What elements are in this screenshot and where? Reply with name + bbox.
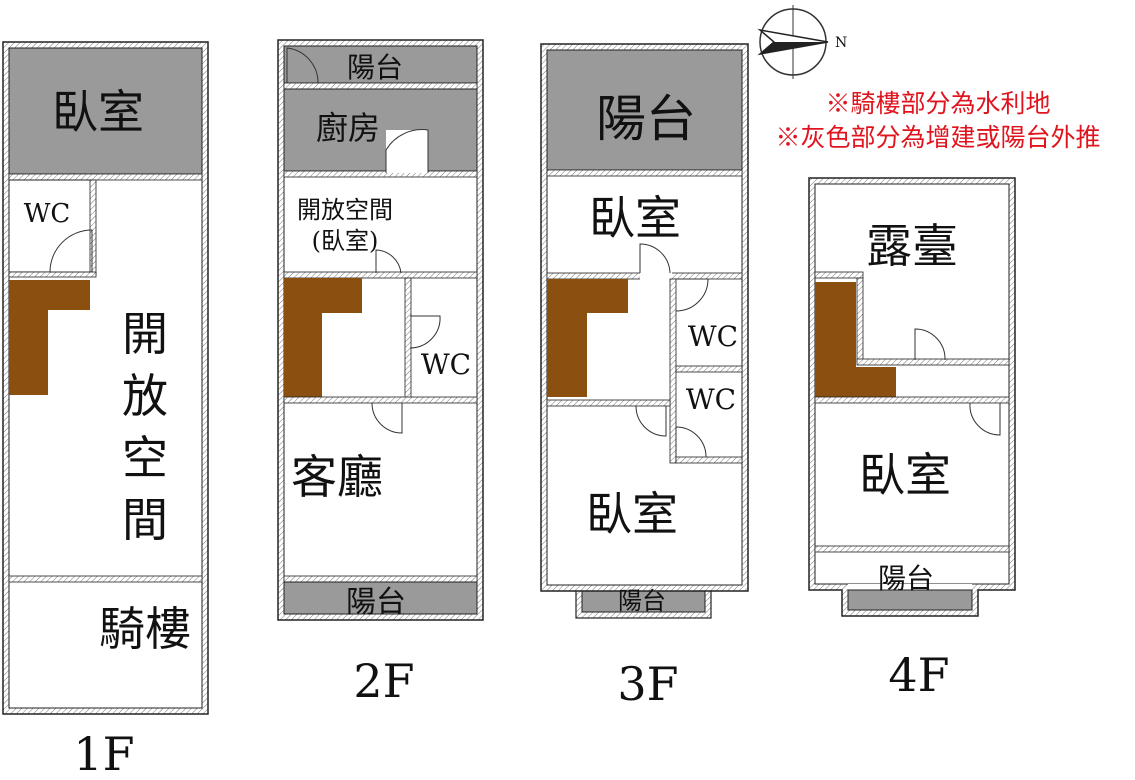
door-swing-icon — [409, 315, 441, 349]
door-swing-icon — [385, 129, 429, 173]
room-2f-kitchen — [283, 88, 478, 172]
wall — [283, 271, 478, 279]
room-label-3f-bedroom-top: 臥室 — [589, 191, 681, 245]
floor-label-3f: 3F — [617, 657, 678, 711]
note-gray-additions: ※灰色部分為增建或陽台外推 — [775, 123, 1100, 152]
floor-3f: 陽台 臥室 WC WC 臥室 陽台 3F — [540, 43, 749, 711]
room-2f-balcony-top — [283, 45, 478, 84]
room-label-3f-wc-2: WC — [686, 383, 736, 416]
floor-label-4f: 4F — [888, 648, 949, 702]
room-label-1f-arcade: 騎樓 — [99, 602, 191, 656]
wall — [283, 575, 478, 583]
wall — [814, 271, 864, 279]
floor-label-2f: 2F — [353, 654, 414, 708]
room-label-1f-open-space-text: 開放空間 — [122, 307, 168, 547]
room-label-2f-balcony-top: 陽台 — [347, 51, 403, 84]
room-label-3f-balcony-bottom: 陽台 — [618, 587, 666, 615]
stair — [815, 282, 896, 397]
door-swing-icon — [49, 229, 93, 273]
room-label-2f-wc: WC — [421, 348, 471, 381]
wall — [856, 358, 1010, 366]
wall — [283, 170, 478, 178]
wall — [8, 575, 203, 583]
vertical-label-char: 空 — [122, 431, 168, 485]
door-swing-icon — [675, 426, 707, 458]
note-water-land: ※騎樓部分為水利地 — [825, 89, 1050, 118]
door-opening — [386, 130, 428, 173]
room-label-2f-open-space-note: (臥室) — [312, 227, 379, 255]
room-label-1f-wc: WC — [24, 199, 71, 229]
wall — [89, 179, 97, 276]
door-swing-icon — [286, 47, 319, 85]
wall — [404, 277, 412, 401]
floor-label-1f: 1F — [73, 727, 134, 780]
wall — [283, 396, 478, 404]
door-swing-icon — [635, 405, 667, 437]
wall — [814, 545, 1010, 553]
room-label-4f-bedroom: 臥室 — [859, 448, 951, 502]
wall — [8, 271, 97, 278]
wall — [814, 396, 1010, 404]
stair — [284, 278, 362, 397]
room-4f-balcony — [847, 589, 973, 611]
room-3f-balcony-top — [546, 49, 743, 171]
wall — [675, 365, 743, 373]
room-label-2f-balcony-bottom: 陽台 — [346, 585, 406, 620]
door-swing-icon — [371, 402, 403, 434]
stair — [9, 280, 90, 395]
compass-north-label: N — [835, 35, 847, 51]
wall — [546, 169, 743, 177]
stair — [547, 279, 628, 397]
door-swing-icon — [914, 328, 946, 361]
wall — [546, 399, 671, 407]
door-swing-icon — [675, 278, 709, 312]
room-label-3f-balcony-top: 陽台 — [596, 90, 696, 148]
floor-1f: 臥室 WC 騎樓 1F — [2, 41, 209, 780]
door-opening — [640, 272, 672, 280]
room-label-4f-terrace: 露臺 — [866, 219, 958, 273]
room-2f-balcony-bottom — [283, 581, 478, 615]
room-1f-wc — [8, 179, 94, 273]
room-3f-balcony-bottom — [581, 587, 706, 613]
room-label-2f-open-space: 開放空間 — [297, 196, 393, 224]
room-label-2f-living-room: 客廳 — [291, 450, 383, 504]
room-label-1f-bedroom: 臥室 — [52, 85, 144, 139]
door-swing-icon — [969, 402, 1001, 436]
wall — [8, 173, 203, 181]
wall — [675, 456, 743, 464]
wall — [669, 278, 677, 464]
room-1f-bedroom — [8, 47, 203, 175]
door-swing-icon — [639, 243, 671, 274]
compass: N — [757, 5, 847, 79]
north-arrow-half — [760, 42, 828, 54]
wall — [856, 277, 864, 363]
room-label-2f-kitchen: 廚房 — [316, 109, 380, 147]
room-label-1f-open-space: 開放空間 — [122, 307, 168, 547]
vertical-label-char: 間 — [122, 493, 168, 547]
door-swing-icon — [375, 249, 402, 274]
room-label-3f-bedroom-bottom: 臥室 — [586, 487, 678, 541]
floor-2f: 陽台 廚房 開放空間 (臥室) WC 客廳 陽台 2F — [277, 39, 484, 708]
vertical-label-char: 放 — [122, 369, 168, 423]
room-label-4f-balcony: 陽台 — [878, 562, 934, 595]
floor-4f: 露臺 臥室 陽台 4F — [808, 177, 1016, 702]
vertical-label-char: 開 — [122, 307, 168, 361]
room-label-3f-wc-1: WC — [688, 320, 738, 353]
